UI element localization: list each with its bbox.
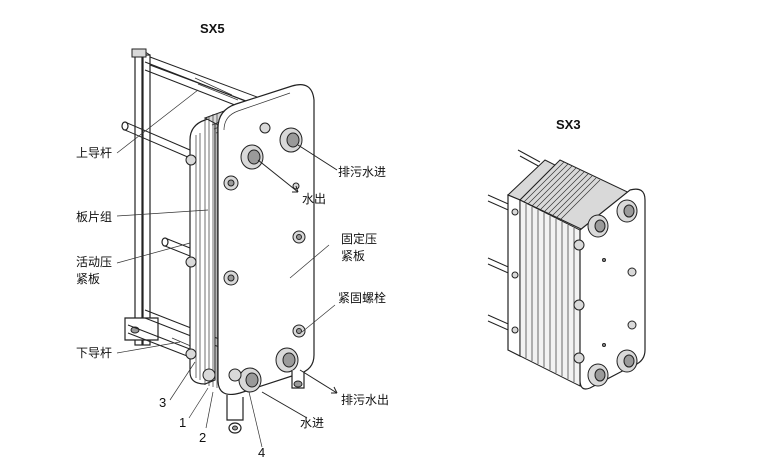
sx5-bolt-nut-top [223,175,239,191]
sx5-port-sewage-in [279,127,303,153]
sx3-drawing: SX3 [487,117,646,390]
sx5-leader-lines [116,89,336,448]
sx5-bolt-nut-middle [223,270,239,286]
sx3-title: SX3 [556,117,581,132]
label-movable-plate-line2: 紧板 [76,272,100,286]
sx3-fixed-plate [573,188,646,390]
label-fixed-plate-line2: 紧板 [341,249,365,263]
label-sewage-in: 排污水进 [338,165,386,179]
label-plate-pack: 板片组 [76,210,112,224]
sx5-port-water-in [238,367,262,393]
sx5-title: SX5 [200,21,225,36]
sx3-port-top-left [587,214,609,238]
sx5-port-sewage-out [275,347,299,373]
sx5-drawing: SX5 [76,21,389,460]
label-lower-guide-bar: 下导杆 [76,346,112,360]
sx3-port-bottom-right [616,349,638,373]
callout-number-2: 2 [199,430,206,445]
sx5-lower-feet [226,370,305,434]
sx5-upper-guide-bar [121,56,266,159]
sx3-port-top-right [616,199,638,223]
sx5-bolt-nut-right-upper [292,230,306,244]
callout-number-3: 3 [159,395,166,410]
label-water-in: 水进 [300,416,324,430]
label-sewage-out: 排污水出 [341,393,389,407]
label-tightening-bolt: 紧固螺栓 [338,290,386,305]
sx5-bolt-nut-right-lower [292,324,306,338]
sx3-rear-plate [507,159,556,357]
callout-number-4: 4 [258,445,265,460]
label-upper-guide-bar: 上导杆 [76,146,112,160]
callout-number-1: 1 [179,415,186,430]
sx3-port-bottom-left [587,363,609,387]
label-movable-plate-line1: 活动压 [76,255,112,269]
sx5-flow-arrows [257,144,338,419]
sx5-port-water-out [240,144,264,170]
label-fixed-plate-line1: 固定压 [341,231,377,246]
label-water-out: 水出 [302,192,326,206]
sx5-rear-frame [124,48,159,346]
